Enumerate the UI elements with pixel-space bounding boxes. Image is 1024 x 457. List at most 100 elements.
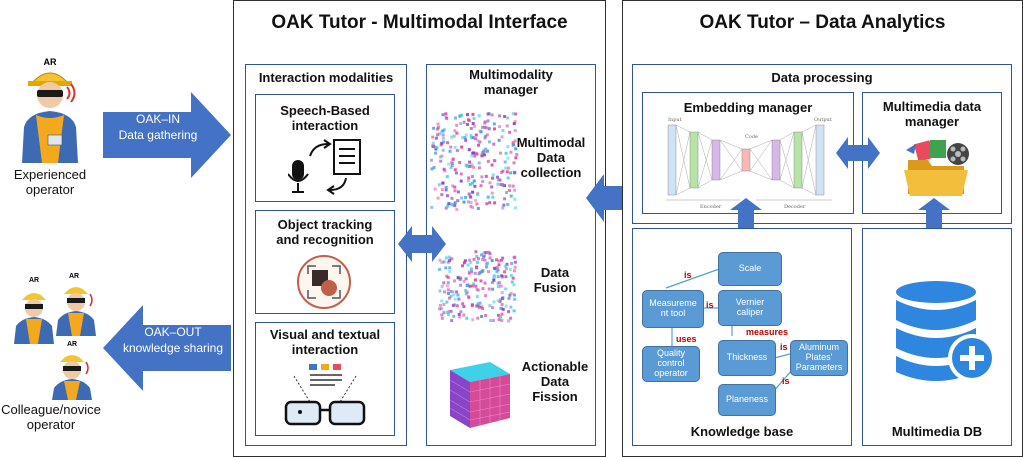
- particle: [496, 268, 500, 272]
- particle: [451, 290, 455, 294]
- particle: [462, 261, 466, 265]
- particle: [508, 184, 512, 188]
- particle: [511, 184, 515, 188]
- particle: [492, 278, 496, 282]
- particle: [452, 134, 456, 138]
- particle: [461, 264, 464, 268]
- particle: [438, 155, 442, 159]
- data-fusion-cube-icon: [438, 250, 517, 323]
- particle: [476, 316, 480, 320]
- particle: [503, 197, 507, 201]
- experienced-operator-figure: AR: [10, 55, 80, 165]
- particle: [477, 166, 481, 170]
- particle: [459, 172, 463, 176]
- embedding-multimedia-double-arrow: [836, 137, 880, 169]
- particle: [437, 125, 440, 129]
- ae-connection: [779, 139, 795, 189]
- particle: [499, 297, 503, 301]
- particle: [475, 255, 479, 258]
- particle: [491, 287, 495, 291]
- particle: [459, 276, 463, 280]
- particle: [431, 141, 435, 145]
- particle: [477, 114, 481, 118]
- kb-node-quality-control-operator: Quality control operator: [642, 346, 700, 382]
- particle: [509, 291, 513, 295]
- particle: [444, 115, 448, 119]
- particle: [436, 127, 440, 131]
- particle: [474, 133, 478, 137]
- particle: [486, 159, 490, 163]
- particle: [499, 315, 502, 319]
- particle: [500, 291, 504, 295]
- particle: [430, 158, 433, 162]
- particle: [484, 294, 488, 298]
- particle: [476, 303, 480, 307]
- particle: [491, 173, 495, 177]
- particle: [484, 150, 488, 154]
- particle: [447, 292, 450, 295]
- particle: [466, 200, 470, 204]
- particle: [474, 198, 478, 202]
- particle: [473, 124, 477, 128]
- particle: [483, 121, 487, 125]
- particle: [441, 133, 445, 137]
- particle: [459, 310, 463, 314]
- particle: [458, 114, 462, 118]
- particle: [514, 206, 517, 210]
- particle: [475, 287, 479, 291]
- particle: [466, 263, 470, 267]
- particle: [464, 292, 468, 296]
- particle: [442, 140, 446, 144]
- particle: [480, 175, 484, 179]
- particle: [436, 122, 440, 126]
- particle: [513, 139, 517, 143]
- particle: [496, 275, 500, 279]
- particle: [448, 270, 452, 273]
- particle: [451, 304, 455, 307]
- particle: [509, 316, 513, 320]
- particle: [490, 113, 494, 117]
- particle: [496, 281, 500, 285]
- particle: [492, 274, 496, 278]
- particle: [446, 194, 449, 198]
- particle: [450, 257, 454, 261]
- particle: [481, 150, 485, 154]
- particle: [492, 122, 496, 126]
- ae-connection: [801, 187, 817, 196]
- oak-out-title: OAK–OUT: [144, 325, 202, 339]
- particle: [446, 284, 449, 288]
- particle: [430, 167, 434, 171]
- particle: [488, 181, 492, 185]
- particle: [490, 259, 494, 263]
- particle: [499, 284, 503, 288]
- particle: [483, 258, 487, 262]
- particle: [476, 302, 480, 305]
- particle: [514, 147, 518, 151]
- particle: [450, 164, 454, 168]
- particle: [472, 282, 476, 286]
- particle: [491, 281, 494, 284]
- particle: [438, 258, 442, 262]
- particle: [508, 268, 512, 272]
- relation-is-thickness: is: [780, 342, 788, 352]
- particle: [434, 147, 438, 151]
- particle: [462, 279, 466, 283]
- particle: [512, 309, 516, 313]
- particle: [473, 184, 477, 188]
- particle: [483, 281, 487, 285]
- particle: [481, 258, 485, 262]
- particle: [447, 255, 451, 259]
- particle: [474, 137, 477, 141]
- relation-measures: measures: [746, 327, 789, 337]
- particle: [480, 154, 484, 158]
- particle: [454, 171, 458, 175]
- particle: [447, 313, 450, 316]
- ae-connection: [801, 124, 817, 189]
- particle: [470, 270, 474, 274]
- particle: [488, 304, 492, 308]
- particle: [455, 304, 459, 308]
- particle: [502, 203, 506, 207]
- particle: [453, 189, 457, 193]
- particle: [480, 305, 484, 309]
- particle: [496, 299, 500, 303]
